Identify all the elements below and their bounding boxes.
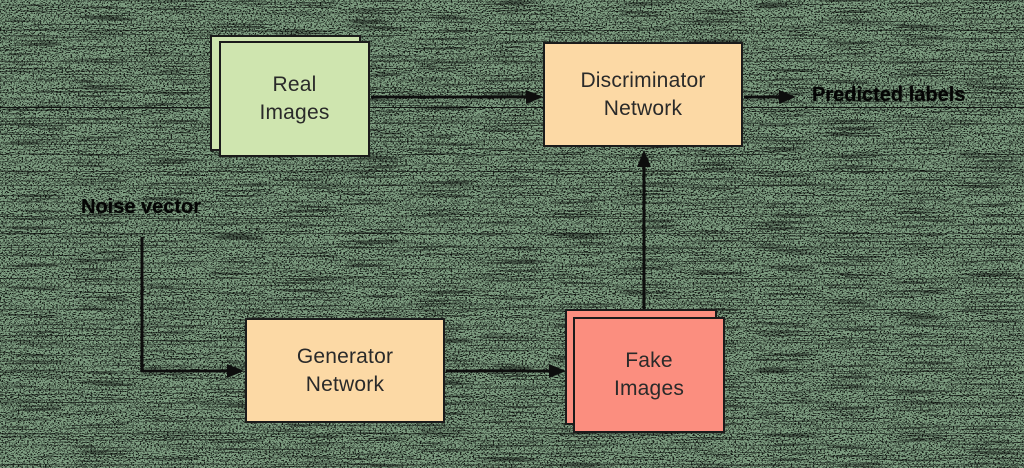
real-images-label-line2: Images xyxy=(259,101,330,124)
generator-network-node: Generator Network xyxy=(245,318,445,423)
predicted-labels-label: Predicted labels xyxy=(812,84,966,106)
discriminator-network-node: Discriminator Network xyxy=(543,42,743,147)
fake-images-node: Fake Images xyxy=(573,317,725,433)
generator-label-line2: Network xyxy=(305,372,385,396)
fake-images-label-line1: Fake xyxy=(625,349,673,372)
real-images-node: Real Images xyxy=(219,41,370,157)
noise-vector-label: Noise vector xyxy=(81,196,202,218)
fake-images-label-line2: Images xyxy=(613,377,685,400)
arrow-noise-vector-to-generator xyxy=(140,237,244,378)
generator-label-line1: Generator xyxy=(296,344,394,368)
arrow-generator-to-fake-images xyxy=(446,364,566,378)
discriminator-label-line2: Network xyxy=(603,96,683,120)
discriminator-label-line1: Discriminator xyxy=(580,68,706,92)
arrow-real-images-to-discriminator xyxy=(371,90,543,104)
real-images-label-line1: Real xyxy=(272,73,317,96)
arrow-discriminator-to-predicted-labels xyxy=(744,90,796,104)
arrow-fake-images-to-discriminator xyxy=(637,150,651,310)
